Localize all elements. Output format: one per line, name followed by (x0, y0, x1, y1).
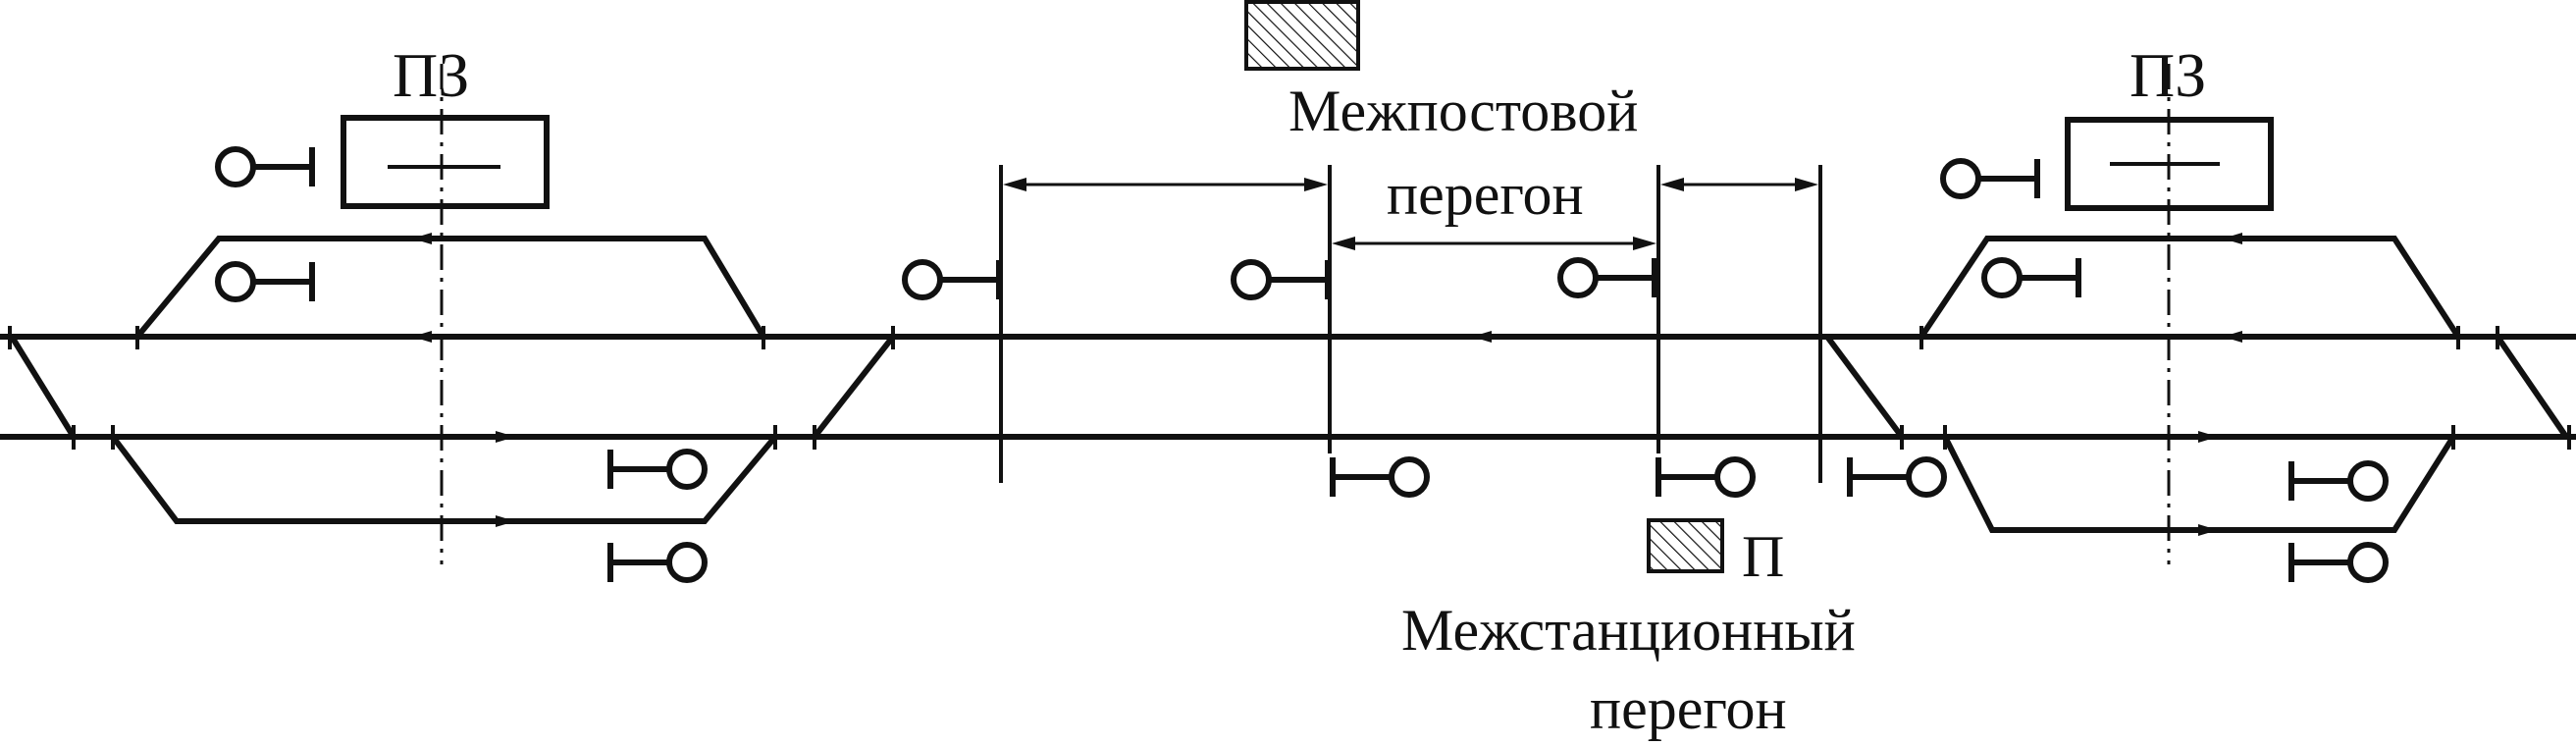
right-crossover-east (2495, 335, 2569, 439)
mezhpost-label: Межпостовой (1288, 79, 1638, 143)
direction-arrow (496, 431, 515, 443)
signal (902, 259, 1002, 300)
left-pz-label: ПЗ (393, 40, 469, 110)
mezhstan-label-2: перегон (1590, 676, 1787, 741)
signal (1557, 257, 1657, 298)
inter-post-section: Межпостовой перегон П Межстанционный пер… (902, 0, 1856, 741)
direction-arrow (2198, 431, 2218, 443)
mezhpost-label-2: перегон (1387, 162, 1584, 227)
signal (2288, 542, 2389, 583)
direction-arrow (2223, 233, 2242, 244)
mezhstan-label: Межстанционный (1401, 598, 1856, 663)
right-building (2065, 117, 2274, 211)
dimension-arrow (1304, 178, 1328, 191)
signal (1847, 456, 1947, 498)
left-crossover-east (812, 335, 896, 439)
signal (215, 261, 315, 302)
signal (1981, 257, 2081, 298)
hatched-post-box (1244, 0, 1360, 71)
signal (1231, 259, 1331, 300)
left-upper-siding (134, 236, 766, 339)
direction-arrow (2223, 331, 2242, 343)
right-lower-siding (1942, 435, 2456, 533)
right-station: ПЗ (1824, 40, 2571, 583)
signal (1330, 456, 1430, 498)
right-pz-label: ПЗ (2129, 40, 2206, 110)
direction-arrow (2198, 524, 2218, 536)
signal (607, 542, 708, 583)
dimension-arrow (1633, 237, 1656, 250)
right-upper-siding (1919, 236, 2461, 339)
signal (1940, 158, 2040, 199)
dimension-arrow (1660, 178, 1684, 191)
right-crossover-west (1824, 335, 1905, 439)
hatched-post-box-small (1647, 518, 1724, 573)
left-crossover-west (9, 335, 77, 439)
left-building (341, 115, 550, 209)
dimension-arrow (1003, 178, 1026, 191)
signal (607, 449, 708, 490)
dimension-arrow (1795, 178, 1818, 191)
dimension-arrow (1332, 237, 1355, 250)
p-label: П (1742, 524, 1784, 589)
direction-arrow (496, 515, 515, 527)
direction-arrow (412, 233, 432, 244)
signal (2288, 460, 2389, 502)
left-station: ПЗ (8, 40, 896, 583)
signal (215, 146, 315, 187)
direction-arrow (1472, 331, 1492, 343)
direction-arrow (412, 331, 432, 343)
signal (1656, 456, 1756, 498)
